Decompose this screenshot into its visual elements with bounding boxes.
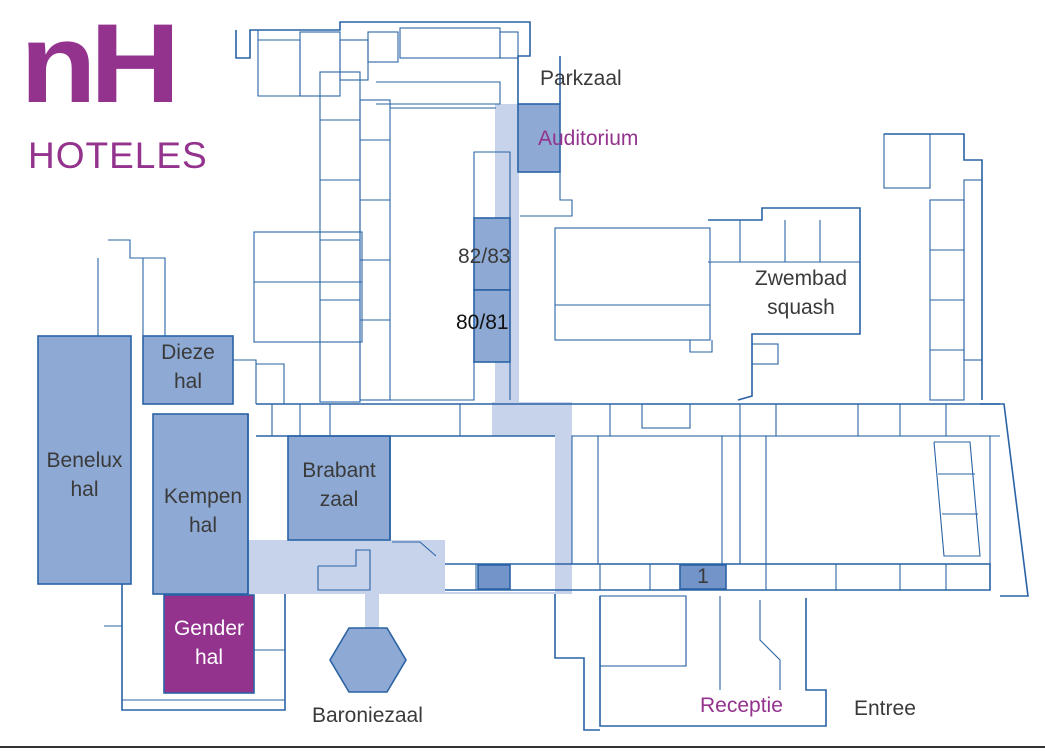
building-walls	[97, 21, 1029, 731]
label-parkzaal: Parkzaal	[540, 67, 622, 90]
label-auditorium[interactable]: Auditorium	[538, 127, 639, 150]
label-entree[interactable]: Entree	[854, 697, 916, 720]
room-1[interactable]	[679, 564, 727, 590]
label-benelux-hal[interactable]: Benelux hal	[46, 449, 123, 501]
label-gender-hal[interactable]: Gender hal	[173, 617, 245, 669]
room-gender-hal[interactable]	[163, 594, 255, 694]
room-benelux-hal[interactable]	[37, 335, 132, 585]
label-zwembad-squash[interactable]: Zwembad squash	[754, 267, 848, 319]
label-room-1[interactable]: 1	[697, 565, 709, 588]
corridors	[248, 104, 572, 630]
label-brabant-zaal[interactable]: Brabant zaal	[302, 459, 376, 511]
room-kempen-hal[interactable]	[152, 413, 249, 595]
room-80-81[interactable]	[473, 289, 511, 363]
nh-logo-subtitle: HOTELES	[28, 135, 208, 176]
label-receptie[interactable]: Receptie	[700, 694, 783, 717]
room-auditorium[interactable]	[517, 103, 561, 173]
label-dieze-hal[interactable]: Dieze hal	[161, 341, 215, 393]
room-dieze-hal[interactable]	[142, 335, 234, 405]
room-small-blue	[477, 564, 511, 590]
label-82-83[interactable]: 82/83	[458, 245, 511, 268]
room-baroniezaal[interactable]	[329, 627, 407, 693]
nh-logo-mark: nH	[20, 1, 181, 126]
label-80-81[interactable]: 80/81	[456, 311, 509, 334]
bottom-border	[0, 746, 1045, 748]
label-baroniezaal[interactable]: Baroniezaal	[312, 704, 423, 727]
label-kempen-hal[interactable]: Kempen hal	[163, 485, 243, 537]
